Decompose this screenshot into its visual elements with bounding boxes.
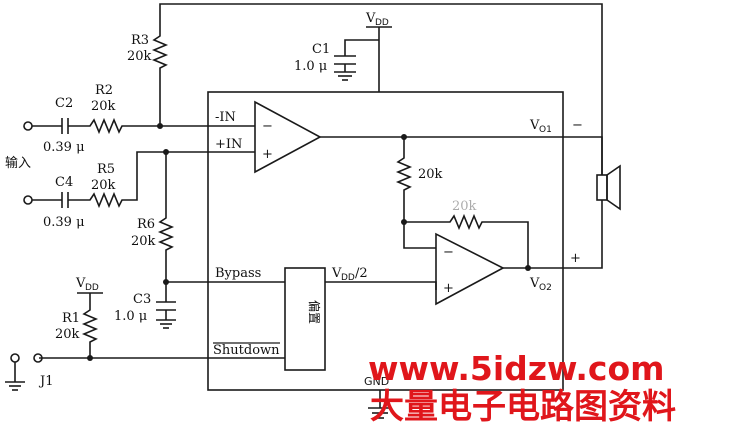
j1-terminal-left[interactable]	[10, 353, 20, 363]
pin-pos-in: +IN	[215, 137, 242, 152]
bias-block	[284, 267, 326, 371]
rf2-resistor	[404, 213, 529, 268]
pin-shutdown: Shutdown	[213, 343, 280, 358]
opamp-2-minus: −	[443, 245, 454, 260]
ic-boundary	[207, 91, 564, 391]
rf2-value: 20k	[452, 199, 477, 214]
input-label: 输入	[5, 155, 31, 171]
vo1-sub: O1	[539, 125, 552, 135]
input-terminal-top[interactable]	[23, 121, 33, 131]
opamp-2-out-wire	[503, 200, 603, 269]
speaker-plus: +	[570, 251, 581, 266]
r6-name: R6	[137, 217, 155, 232]
vdd-half-wire	[325, 281, 437, 290]
c3-value: 1.0 μ	[114, 309, 147, 324]
vdd-top-sub: DD	[375, 18, 389, 28]
pin-neg-in: -IN	[215, 110, 236, 125]
junction-vo2	[525, 265, 531, 271]
rf1-resistor	[395, 137, 413, 222]
r3-name: R3	[131, 33, 149, 48]
c3-name: C3	[133, 292, 151, 307]
watermark-url: www.5idzw.com	[368, 349, 665, 388]
pin-gnd: GND	[364, 375, 389, 388]
vdd-left-sub: DD	[85, 283, 99, 293]
vdd-half-suffix: /2	[355, 266, 368, 281]
vdd-top-v: V	[365, 11, 376, 26]
c4-value: 0.39 μ	[43, 215, 85, 230]
c2-name: C2	[55, 96, 73, 111]
speaker-body	[596, 174, 608, 201]
r1-name: R1	[62, 311, 80, 326]
r2-resistor	[68, 117, 208, 135]
c4-name: C4	[55, 175, 73, 190]
r5-resistor	[68, 151, 208, 209]
vdd-half-sub: DD	[341, 273, 355, 283]
c1-value: 1.0 μ	[294, 59, 327, 74]
vdd-half-v: V	[331, 266, 342, 281]
c1-wire	[344, 39, 379, 56]
opamp-2-plus: +	[443, 281, 454, 296]
input-terminal-bottom[interactable]	[23, 195, 33, 205]
r1-value: 20k	[55, 327, 80, 342]
j1-name: J1	[38, 374, 53, 389]
r3-value: 20k	[127, 49, 152, 64]
opamp-1-out-wire	[320, 136, 603, 175]
speaker-minus: −	[572, 118, 583, 133]
r5-value: 20k	[91, 178, 116, 193]
r5-name: R5	[97, 162, 115, 177]
rf1-value: 20k	[418, 167, 443, 182]
vo2-v: V	[529, 276, 540, 291]
r2-name: R2	[95, 83, 113, 98]
c1-name: C1	[312, 42, 330, 57]
pin-bypass: Bypass	[215, 266, 261, 281]
r3-resistor	[151, 30, 169, 126]
junction-neg-in	[157, 123, 163, 129]
top-feedback-wire	[159, 3, 603, 175]
vo1-v: V	[529, 118, 540, 133]
opamp-2-neg-wire	[403, 222, 436, 249]
speaker-cone	[606, 164, 621, 211]
vdd-left-v: V	[75, 276, 86, 291]
opamp-1-plus: +	[262, 147, 273, 162]
vo2-sub: O2	[539, 283, 552, 293]
opamp-1-minus: −	[262, 119, 273, 134]
watermark-text: 大量电子电路图资料	[370, 387, 676, 427]
r6-resistor	[157, 152, 175, 282]
r6-value: 20k	[131, 234, 156, 249]
c2-value: 0.39 μ	[43, 140, 85, 155]
bias-block-label: 偏置	[307, 300, 322, 324]
r1-resistor	[81, 293, 99, 358]
r2-value: 20k	[91, 99, 116, 114]
j1-terminal-right[interactable]	[33, 353, 43, 363]
opamp-1	[254, 100, 322, 174]
opamp-2	[435, 232, 505, 306]
